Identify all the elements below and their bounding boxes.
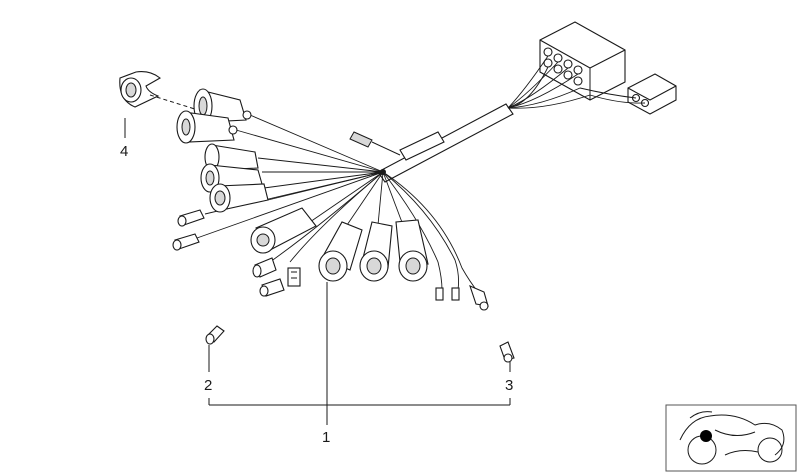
callout-3: 3 bbox=[505, 377, 513, 394]
clip-icon bbox=[119, 71, 199, 111]
main-cable bbox=[349, 103, 514, 183]
plug-connector-icon bbox=[435, 285, 489, 311]
small-connector-icon bbox=[627, 73, 677, 115]
callout-4: 4 bbox=[120, 143, 128, 160]
callout-2: 2 bbox=[204, 377, 212, 394]
connector-wires bbox=[507, 55, 646, 109]
leader-lines bbox=[124, 118, 511, 425]
callout-1: 1 bbox=[322, 429, 330, 446]
bulb-icon bbox=[172, 209, 205, 251]
motorcycle-thumbnail-icon bbox=[665, 404, 797, 472]
bulb-socket-icon bbox=[250, 207, 317, 254]
bulb-socket-icon bbox=[176, 88, 269, 213]
bulb-socket-icon bbox=[318, 219, 429, 282]
fan-wires bbox=[196, 114, 479, 293]
bulb-icon bbox=[205, 325, 515, 363]
plug-connector-icon bbox=[252, 257, 301, 297]
